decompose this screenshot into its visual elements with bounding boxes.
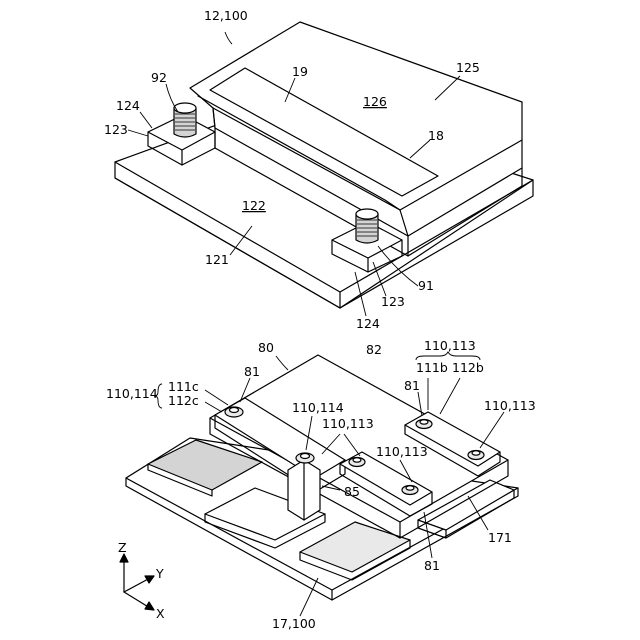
label-123-bottom: 123	[381, 294, 405, 309]
label-top-ref: 12,100	[204, 8, 248, 23]
nut-5	[416, 420, 432, 429]
label-81-a: 81	[404, 378, 420, 393]
label-122: 122	[242, 198, 266, 213]
label-85: 85	[344, 484, 360, 499]
nut-1	[225, 407, 243, 417]
label-81-b: 81	[244, 364, 260, 379]
label-126: 126	[363, 94, 387, 109]
nut-2	[296, 453, 314, 463]
nut-4	[402, 486, 418, 495]
label-bottom-ref: 17,100	[272, 616, 316, 631]
label-112b: 112b	[452, 360, 484, 375]
label-171: 171	[488, 530, 512, 545]
label-123-top: 123	[104, 122, 128, 137]
label-80: 80	[258, 340, 274, 355]
label-110-113-low: 110,113	[376, 444, 428, 459]
nut-6	[468, 451, 484, 460]
label-19: 19	[292, 64, 308, 79]
label-91: 91	[418, 278, 434, 293]
axis-x-label: X	[156, 606, 165, 621]
axis-indicator	[120, 554, 154, 610]
label-112c: 112c	[168, 393, 199, 408]
label-110-113-right: 110,113	[484, 398, 536, 413]
label-82: 82	[366, 342, 382, 357]
label-125: 125	[456, 60, 480, 75]
label-92: 92	[151, 70, 167, 85]
label-110-114-a: 110,114	[106, 386, 158, 401]
nut-3	[349, 458, 365, 467]
label-111c: 111c	[168, 379, 199, 394]
label-121: 121	[205, 252, 229, 267]
label-124-bottom: 124	[356, 316, 380, 331]
label-18: 18	[428, 128, 444, 143]
label-110-113-mid: 110,113	[322, 416, 374, 431]
label-124-top: 124	[116, 98, 140, 113]
label-110-114-b: 110,114	[292, 400, 344, 415]
label-81-c: 81	[424, 558, 440, 573]
label-111b: 111b	[416, 360, 448, 375]
axis-z-label: Z	[118, 540, 127, 555]
axis-y-label: Y	[155, 566, 164, 581]
label-110-113-top: 110,113	[424, 338, 476, 353]
